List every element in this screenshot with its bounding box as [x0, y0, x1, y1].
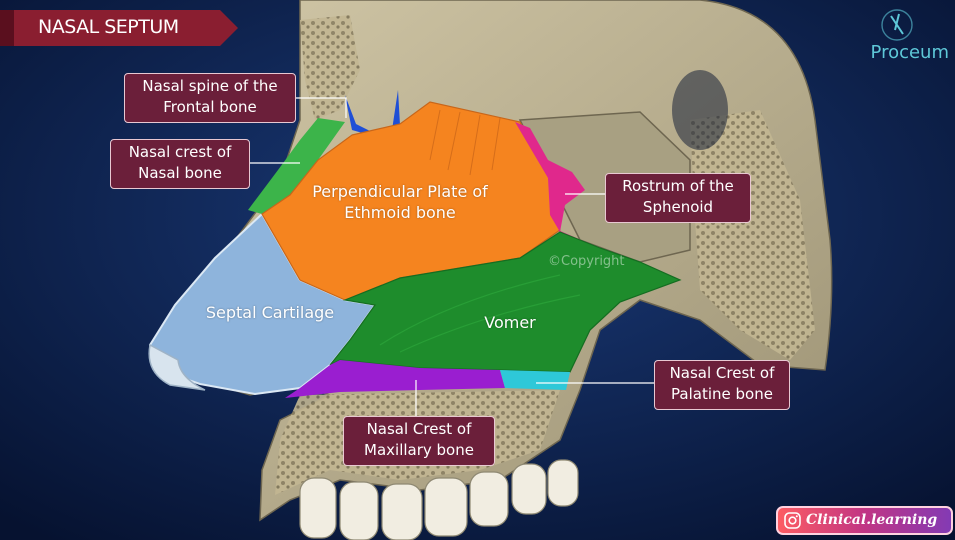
nasal-bone-crest-region: [248, 118, 345, 214]
tooth: [424, 477, 468, 537]
sphenoid-rostrum-region: [515, 122, 585, 232]
sphenoid-spongy-bone: [690, 110, 815, 360]
tooth: [339, 481, 379, 540]
leader-frontal-spine: [296, 97, 347, 118]
label-vomer: Vomer: [484, 313, 536, 332]
tooth: [469, 471, 509, 527]
label-nasal-crest-nasal: Nasal crest of Nasal bone: [110, 139, 250, 189]
maxillary-crest-region: [285, 360, 505, 398]
instagram-icon: [784, 512, 801, 529]
label-nasal-crest-maxillary: Nasal Crest of Maxillary bone: [343, 416, 495, 466]
skull-cavity: [672, 70, 728, 150]
palatine-crest-region: [500, 370, 570, 390]
label-septal-cartilage: Septal Cartilage: [205, 303, 335, 322]
frontal-spine-region: [345, 90, 400, 138]
label-perpendicular-plate: Perpendicular Plate of Ethmoid bone: [312, 182, 488, 222]
tooth: [299, 477, 337, 539]
page-title: NASAL SEPTUM: [38, 16, 179, 38]
label-nasal-crest-palatine: Nasal Crest of Palatine bone: [654, 360, 790, 410]
social-badge[interactable]: Clinical.learning: [776, 506, 953, 535]
tooth: [547, 459, 579, 507]
proceum-logo-icon: [881, 9, 913, 41]
tooth: [511, 463, 547, 515]
copyright-watermark: ©Copyright: [548, 254, 625, 269]
frontal-spongy-bone: [300, 15, 360, 120]
tooth: [381, 483, 423, 540]
banner-shape: [0, 10, 238, 46]
label-rostrum-sphenoid: Rostrum of the Sphenoid: [605, 173, 751, 223]
vomer-region: [329, 231, 682, 373]
teeth: [299, 459, 579, 540]
label-nasal-spine-frontal: Nasal spine of the Frontal bone: [124, 73, 296, 123]
social-handle: Clinical.learning: [806, 512, 938, 528]
ethmoid-streaks: [429, 109, 501, 176]
nasal-ala: [148, 343, 206, 391]
vomer-grooves: [379, 274, 581, 353]
brand-name: Proceum: [870, 42, 949, 63]
title-banner: NASAL SEPTUM: [0, 10, 238, 46]
leader-lines: [250, 97, 654, 416]
brand-logo: Proceum: [841, 6, 951, 66]
